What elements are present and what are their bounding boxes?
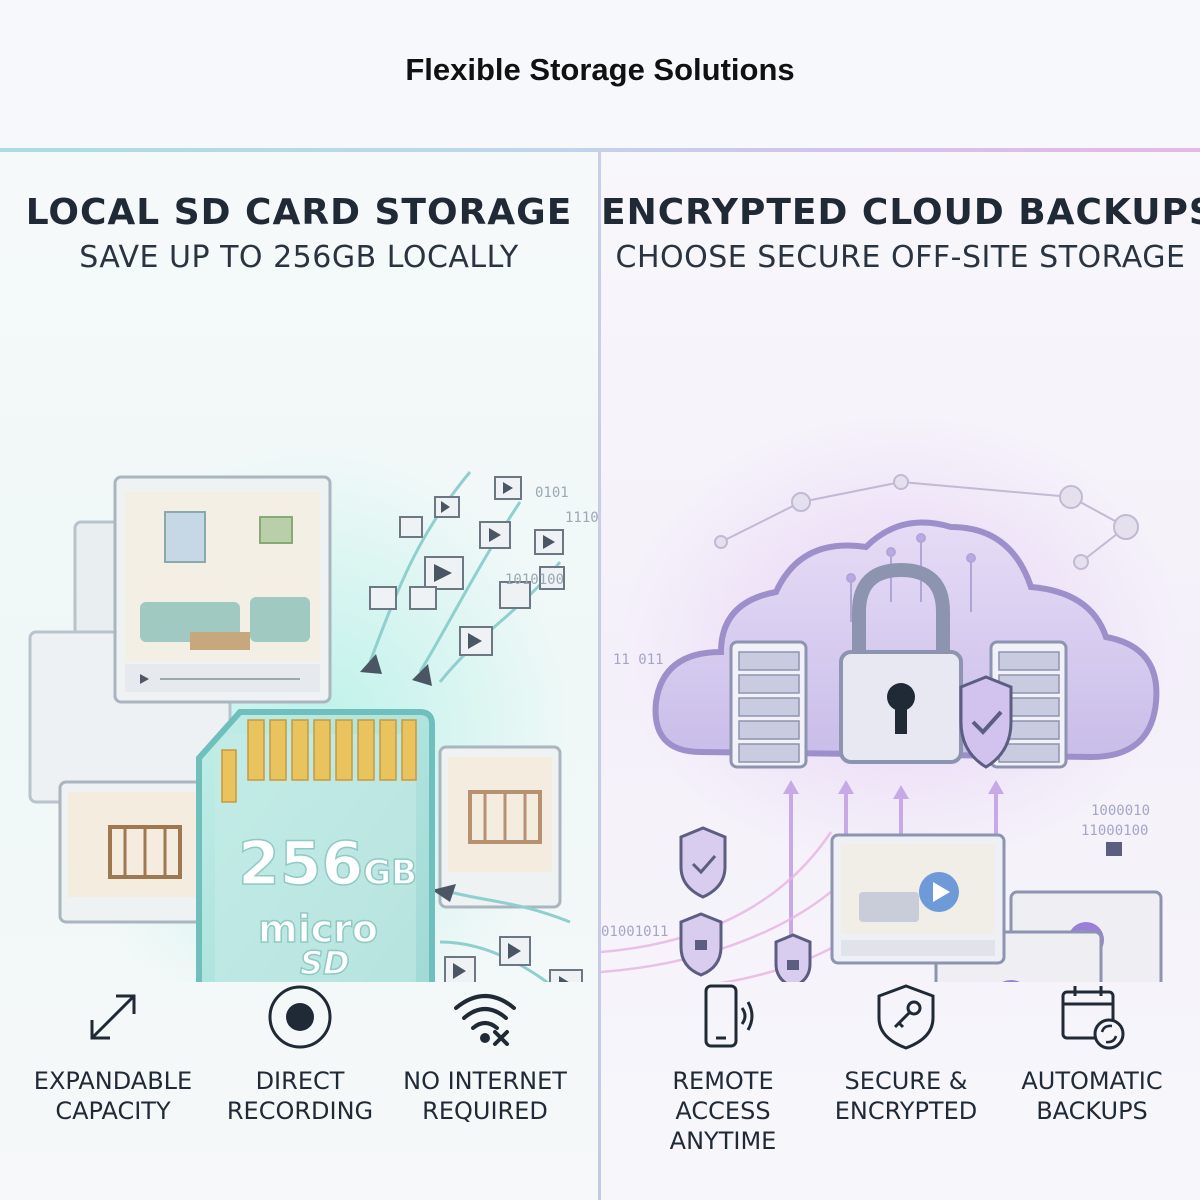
local-storage-heading: LOCAL SD CARD STORAGE — [25, 192, 573, 233]
binary-stream: 0101 1010100 1110 — [505, 485, 598, 588]
video-frame-living-room — [113, 475, 332, 704]
shield-check-icon — [959, 675, 1013, 769]
record-icon — [268, 985, 332, 1049]
feature-direct-recording: DIRECT RECORDING — [205, 982, 395, 1126]
card-contacts — [221, 719, 417, 803]
feature-label: NO INTERNET REQUIRED — [403, 1067, 567, 1125]
feature-remote-access: REMOTE ACCESS ANYTIME — [623, 982, 823, 1156]
feature-label: EXPANDABLE CAPACITY — [33, 1067, 193, 1125]
svg-text:SD: SD — [300, 944, 350, 982]
feature-automatic-backups: AUTOMATIC BACKUPS — [997, 982, 1187, 1126]
local-features: EXPANDABLE CAPACITY DIRECT RECORDING NO … — [0, 982, 598, 1182]
feature-label: DIRECT RECORDING — [226, 1067, 374, 1125]
svg-text:1110: 1110 — [565, 510, 598, 526]
feature-no-internet: NO INTERNET REQUIRED — [390, 982, 580, 1126]
svg-text:11 011: 11 011 — [613, 652, 664, 668]
top-divider — [0, 148, 1200, 152]
feature-expandable-capacity: EXPANDABLE CAPACITY — [18, 982, 208, 1126]
local-storage-panel: LOCAL SD CARD STORAGE SAVE UP TO 256GB L… — [0, 152, 598, 1200]
center-divider — [598, 152, 601, 1200]
binary-stream: 11 011 1000010 11000100 01001011 0010010… — [601, 652, 1150, 940]
svg-text:1000010: 1000010 — [1091, 803, 1150, 819]
video-frame-living-room — [830, 833, 1006, 965]
svg-text:micro: micro — [258, 907, 378, 951]
page-title: Flexible Storage Solutions — [405, 52, 795, 87]
shield-key-icon — [877, 984, 935, 1050]
cloud-backup-heading: ENCRYPTED CLOUD BACKUPS — [601, 192, 1200, 233]
feature-label: REMOTE ACCESS ANYTIME — [669, 1067, 777, 1155]
video-file-icons — [369, 476, 583, 982]
feature-label: SECURE & ENCRYPTED — [834, 1067, 978, 1125]
network-nodes — [714, 474, 1139, 570]
svg-text:0101: 0101 — [535, 485, 569, 501]
cloud-features: REMOTE ACCESS ANYTIME SECURE & ENCRYPTED — [601, 982, 1200, 1182]
smartphone-icon — [704, 984, 754, 1048]
small-shields — [679, 826, 812, 982]
local-storage-subheading: SAVE UP TO 256GB LOCALLY — [79, 240, 519, 275]
svg-text:01001011: 01001011 — [601, 924, 668, 940]
microsd-card: 256GB micro SD microSDXC — [196, 709, 435, 982]
wifi-off-icon — [454, 994, 516, 1046]
sd-card-illustration: 0101 1010100 1110 256GB micro SD microSD… — [28, 442, 598, 982]
server-rack-left — [729, 640, 808, 769]
svg-text:256GB: 256GB — [238, 829, 417, 899]
svg-text:11000100: 11000100 — [1081, 823, 1148, 839]
cloud-backup-subheading: CHOOSE SECURE OFF-SITE STORAGE — [615, 240, 1186, 275]
expand-arrows-icon — [90, 994, 136, 1040]
calendar-sync-icon — [1061, 986, 1125, 1050]
feature-label: AUTOMATIC BACKUPS — [1021, 1067, 1163, 1125]
svg-text:1010100: 1010100 — [505, 572, 564, 588]
video-frame-crib — [438, 745, 562, 909]
cloud-backup-panel: ENCRYPTED CLOUD BACKUPS CHOOSE SECURE OF… — [601, 152, 1200, 1200]
feature-secure-encrypted: SECURE & ENCRYPTED — [811, 982, 1001, 1126]
